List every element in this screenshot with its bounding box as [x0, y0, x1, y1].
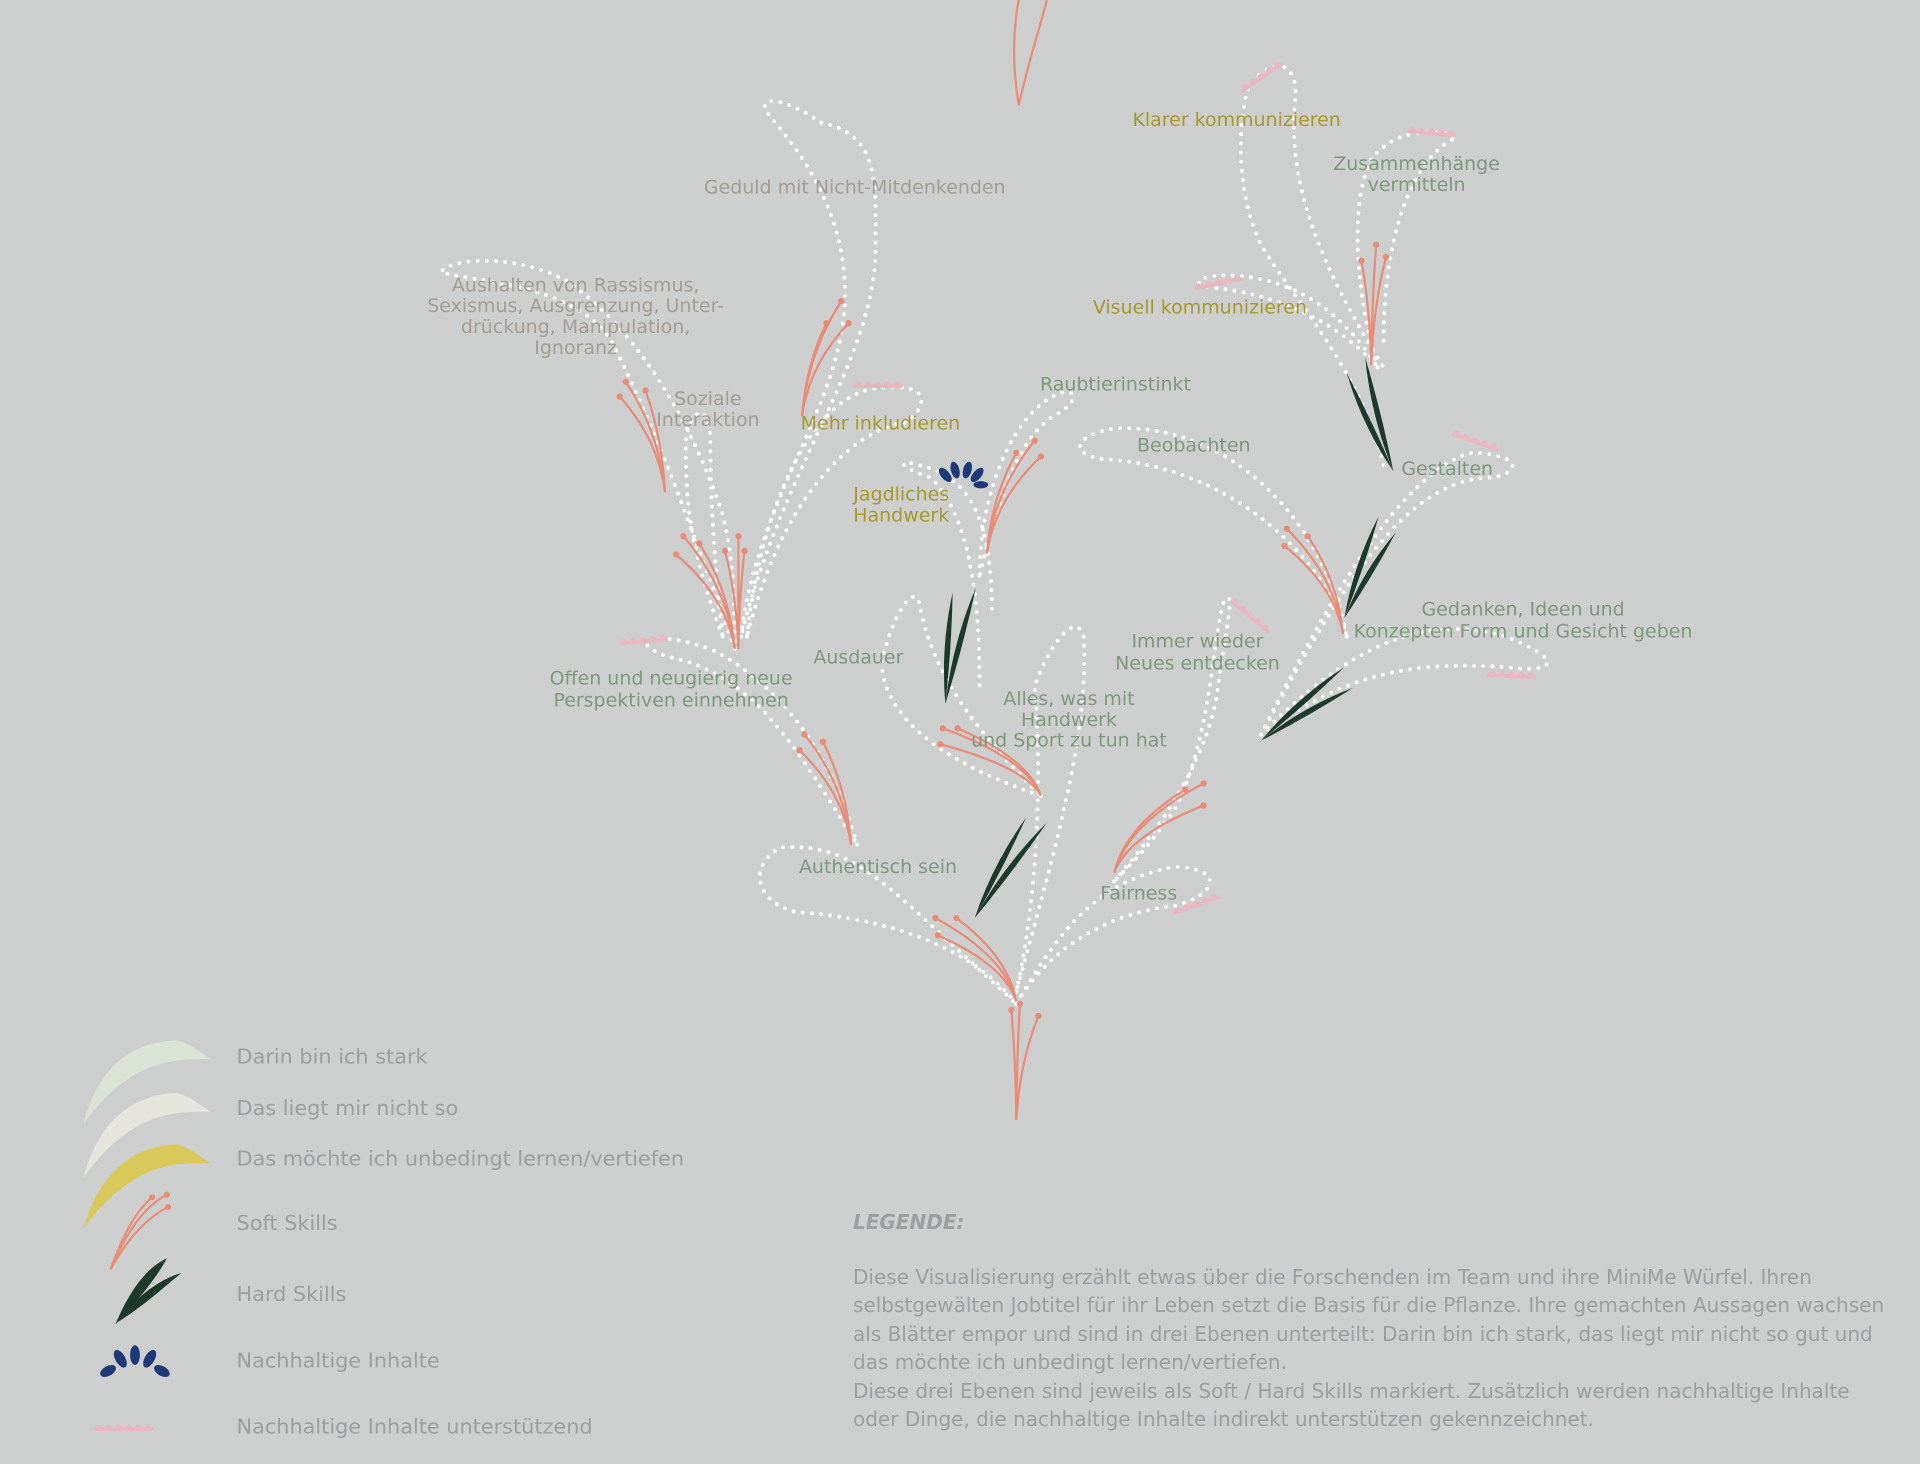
- legend-label-learn: Das möchte ich unbedingt lernen/vertiefe…: [237, 1146, 684, 1170]
- label-fairness: Fairness: [1100, 883, 1177, 905]
- legend-heading: LEGENDE:: [853, 1210, 965, 1234]
- supporting-icon: [1487, 670, 1537, 680]
- legend-label-soft-skills: Soft Skills: [237, 1211, 338, 1235]
- soft-skill-icon: [932, 914, 1018, 1002]
- soft-skill-icon: [1281, 525, 1345, 635]
- legend-strong-leaf-icon: [83, 1040, 211, 1124]
- top-stem: [1013, 0, 1048, 106]
- hard-skill-icon: [1346, 357, 1394, 472]
- legend-label-sustainable: Nachhaltige Inhalte: [237, 1348, 440, 1372]
- legend-learn-leaf-icon: [83, 1144, 211, 1229]
- hard-skill-leaves: [943, 357, 1396, 919]
- label-visuell: Visuell kommunizieren: [1093, 296, 1307, 318]
- supporting-icon: [1407, 126, 1457, 138]
- supporting-icon: [618, 634, 668, 646]
- legend-hard-skill-icon: [115, 1258, 182, 1325]
- label-geduld: Geduld mit Nicht-Mitdenkenden: [704, 176, 1006, 198]
- soft-skill-icon: [796, 731, 853, 845]
- legend-sustainable-icon: [100, 1345, 170, 1377]
- leaf-outline-gedanken: [1259, 627, 1550, 737]
- leaf-outline-aushalten: [437, 258, 737, 651]
- supporting-icon: [94, 1424, 154, 1431]
- soft-skill-icon: [1008, 1000, 1042, 1121]
- supporting-icon: [1451, 430, 1499, 453]
- legend-item-labels: Darin bin ich stark Das liegt mir nicht …: [237, 1045, 684, 1439]
- legend-soft-skill-icon: [109, 1191, 172, 1270]
- supporting-markers: [618, 61, 1537, 916]
- legend-label-strong: Darin bin ich stark: [237, 1045, 428, 1069]
- supporting-icon: [1229, 599, 1270, 634]
- legend-supporting-icon: [94, 1424, 154, 1431]
- leaf-outline-soziale: [683, 411, 725, 639]
- soft-skill-icon: [937, 725, 1042, 797]
- hard-skill-icon: [943, 587, 976, 704]
- label-authentisch: Authentisch sein: [799, 856, 957, 878]
- legend-label-weak: Das liegt mir nicht so: [237, 1096, 459, 1120]
- supporting-icon: [1172, 893, 1221, 916]
- label-klarer-kommunizieren: Klarer kommunizieren: [1132, 109, 1340, 131]
- legend-paragraph: Diese Visualisierung erzählt etwas über …: [853, 1264, 1885, 1375]
- leaf-outline-authentisch: [758, 845, 1019, 1006]
- leaf-outline-geduld: [738, 99, 878, 639]
- hard-skill-icon: [1261, 667, 1353, 741]
- leaf-outline-raubtier: [977, 389, 1076, 578]
- soft-skill-icon: [1358, 241, 1390, 365]
- supporting-icon: [1194, 275, 1244, 291]
- soft-skill-icon: [721, 532, 748, 649]
- leaf-outline-visuell: [1197, 273, 1380, 370]
- leaf-outline-gestalten: [1259, 450, 1515, 737]
- soft-skill-icon: [672, 532, 736, 649]
- soft-skill-icon: [800, 297, 852, 417]
- leaf-outlines: [437, 64, 1550, 1006]
- leaf-outline-klarer: [1238, 64, 1386, 468]
- hard-skill-icon: [974, 817, 1047, 919]
- soft-skill-icon: [985, 437, 1044, 554]
- label-mehr-inkludieren: Mehr inkludieren: [801, 413, 961, 435]
- legend-weak-leaf-icon: [83, 1093, 211, 1178]
- leaf-outline-alles: [1014, 625, 1087, 994]
- leaf-outline-fairness: [1014, 864, 1212, 1006]
- soft-skill-icon: [1113, 780, 1207, 874]
- sustainable-fan-icon: [938, 461, 989, 489]
- soft-skill-icon: [616, 378, 667, 493]
- legend-description: LEGENDE: Diese Visualisierung erzählt et…: [853, 1208, 1893, 1434]
- label-aushalten: Aushalten von Rassismus,Sexismus, Ausgre…: [427, 274, 724, 358]
- leaf-outline-mehr: [745, 385, 924, 639]
- legend-paragraph: Diese drei Ebenen sind jeweils als Soft …: [853, 1378, 1850, 1432]
- leaf-outline-beobachten: [1077, 426, 1349, 639]
- label-beobachten: Beobachten: [1137, 435, 1251, 457]
- label-gestalten: Gestalten: [1401, 458, 1493, 480]
- label-raubtierinstinkt: Raubtierinstinkt: [1040, 373, 1191, 395]
- legend-label-supporting: Nachhaltige Inhalte unterstützend: [237, 1414, 593, 1438]
- leaf-outline-offen: [644, 636, 860, 847]
- leaf-outline-jagd: [901, 460, 994, 688]
- label-ausdauer: Ausdauer: [813, 646, 903, 668]
- legend-keys: [83, 1040, 211, 1431]
- supporting-icon: [1241, 61, 1284, 93]
- legend-label-hard-skills: Hard Skills: [237, 1282, 347, 1306]
- soft-skill-stems: [616, 241, 1390, 1121]
- supporting-icon: [853, 381, 903, 389]
- hard-skill-icon: [1344, 516, 1396, 619]
